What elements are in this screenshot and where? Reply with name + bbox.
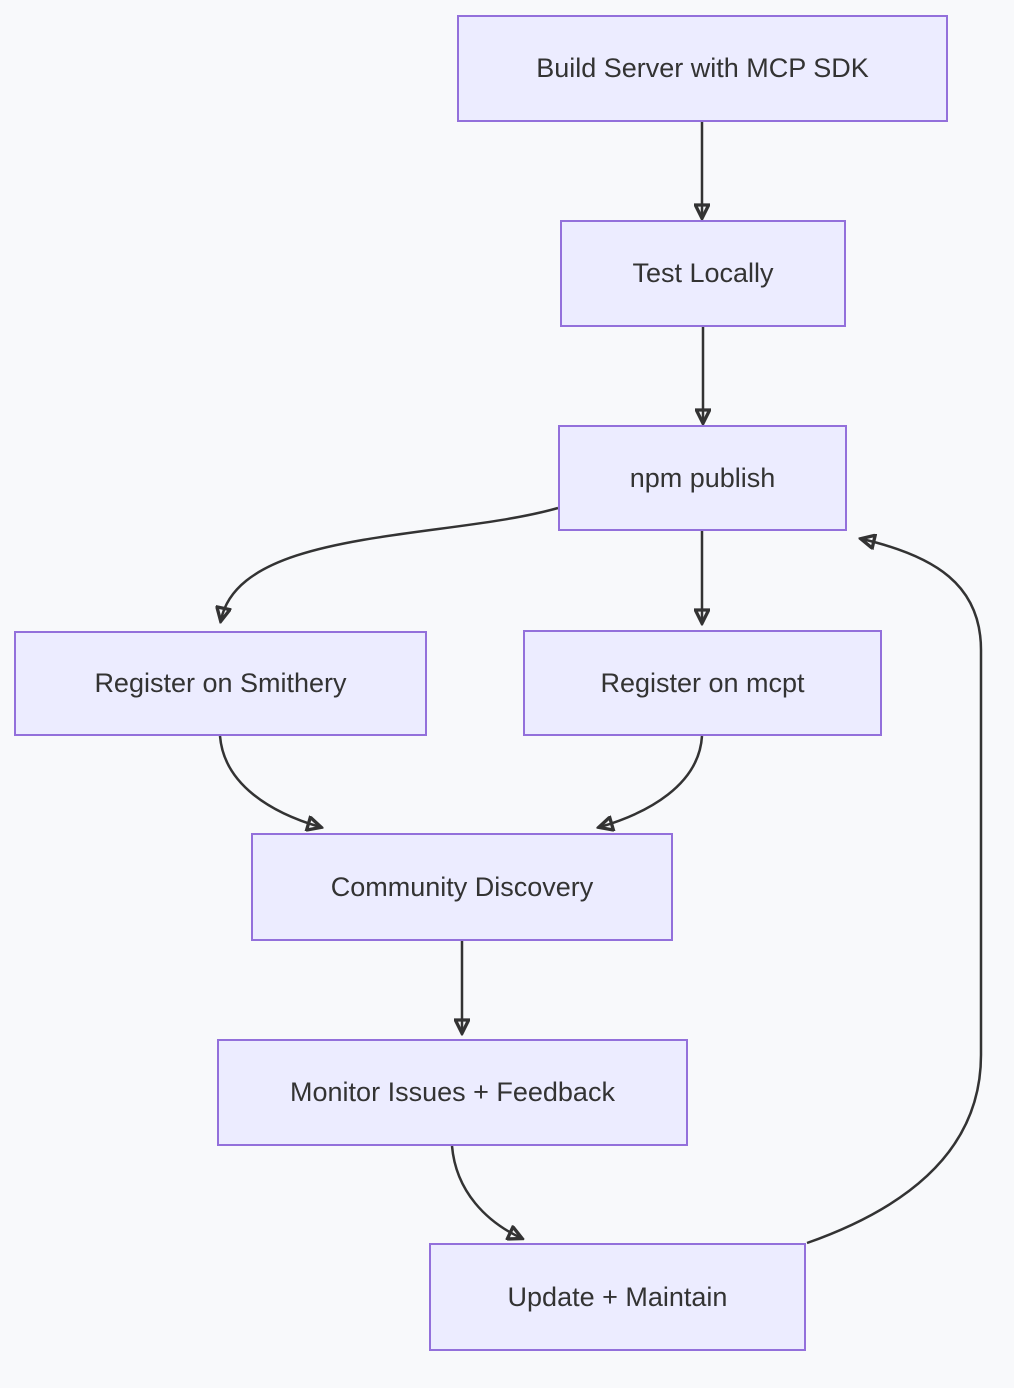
node-label-build-server: Build Server with MCP SDK xyxy=(536,53,869,84)
edge-register-on-smithery-to-community-discovery xyxy=(218,735,320,827)
node-test-locally: Test Locally xyxy=(560,220,846,327)
node-community-discovery: Community Discovery xyxy=(251,833,673,941)
edge-npm-publish-to-register-on-smithery xyxy=(221,506,559,620)
node-label-npm-publish: npm publish xyxy=(629,462,776,493)
node-register-on-mcpt: Register on mcpt xyxy=(523,630,882,736)
node-label-monitor-issues-feedback: Monitor Issues + Feedback xyxy=(290,1077,615,1108)
node-label-register-on-smithery: Register on Smithery xyxy=(94,668,347,699)
edge-register-on-mcpt-to-community-discovery xyxy=(600,735,704,827)
node-npm-publish: npm publish xyxy=(558,425,847,531)
node-label-register-on-mcpt: Register on mcpt xyxy=(600,667,805,698)
node-label-community-discovery: Community Discovery xyxy=(330,871,594,902)
node-register-on-smithery: Register on Smithery xyxy=(14,631,427,736)
edge-monitor-issues-to-update-maintain xyxy=(450,1145,521,1238)
node-label-test-locally: Test Locally xyxy=(632,258,774,289)
node-label-update-maintain: Update + Maintain xyxy=(507,1281,728,1312)
node-update-maintain: Update + Maintain xyxy=(429,1243,806,1351)
node-build-server-with-mcp-sdk: Build Server with MCP SDK xyxy=(457,15,948,122)
node-monitor-issues-feedback: Monitor Issues + Feedback xyxy=(217,1039,688,1146)
